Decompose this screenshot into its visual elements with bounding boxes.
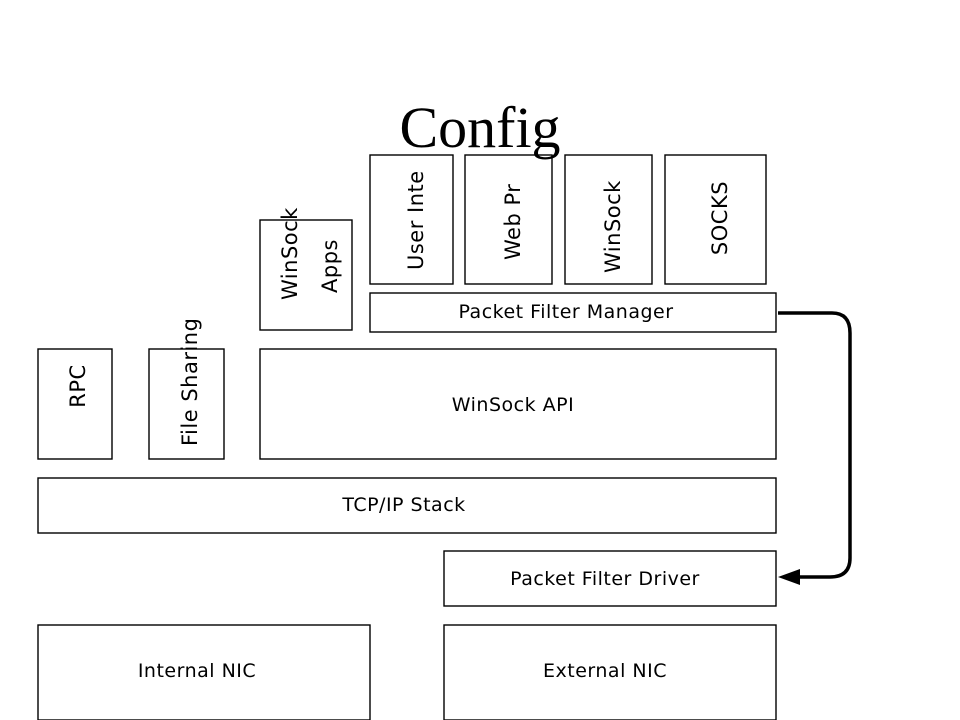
rpc-label: RPC [66, 364, 90, 407]
external-nic-label: External NIC [543, 660, 667, 682]
tcpip-stack-label: TCP/IP Stack [341, 494, 465, 516]
web-proxy-box: Web Pr [464, 154, 553, 285]
socks-box: SOCKS [664, 154, 767, 285]
winsock-api-box: WinSock API [259, 348, 777, 460]
user-interface-label: User Inte [404, 170, 428, 270]
internal-nic-label: Internal NIC [138, 660, 256, 682]
manager-to-driver-arrow [778, 311, 852, 585]
file-sharing-box: File Sharing [148, 318, 225, 460]
arrowhead-icon [778, 569, 800, 585]
winsock-apps-label-line1: WinSock [278, 207, 302, 300]
file-sharing-label: File Sharing [178, 318, 202, 446]
winsock-apps-box: WinSock Apps [259, 207, 353, 331]
winsock-proxy-label: WinSock [601, 180, 625, 273]
packet-filter-driver-box: Packet Filter Driver [443, 550, 777, 607]
internal-nic-box: Internal NIC [37, 624, 371, 720]
packet-filter-driver-label: Packet Filter Driver [510, 568, 700, 590]
external-nic-box: External NIC [443, 624, 777, 720]
packet-filter-manager-label: Packet Filter Manager [458, 301, 673, 323]
tcpip-stack-box: TCP/IP Stack [37, 477, 777, 534]
socks-label: SOCKS [708, 181, 732, 255]
winsock-proxy-box: WinSock [564, 154, 653, 285]
winsock-api-label: WinSock API [452, 394, 574, 416]
packet-filter-manager-box: Packet Filter Manager [369, 292, 777, 333]
winsock-apps-label-line2: Apps [318, 239, 342, 293]
page-title: Config [399, 95, 560, 160]
user-interface-box: User Inte [369, 154, 454, 285]
rpc-box: RPC [37, 348, 113, 460]
web-proxy-label: Web Pr [501, 184, 525, 260]
